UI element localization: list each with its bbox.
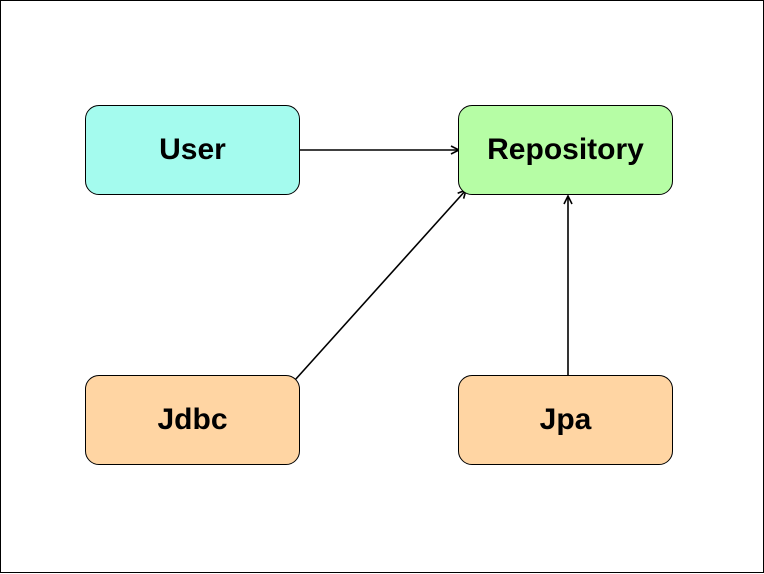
user-node-label: User xyxy=(159,133,226,166)
jpa-node: Jpa xyxy=(458,375,673,465)
repository-node: Repository xyxy=(458,105,673,195)
jpa-node-label: Jpa xyxy=(539,403,592,436)
jdbc-node-label: Jdbc xyxy=(157,403,228,436)
user-node: User xyxy=(85,105,300,195)
repository-node-label: Repository xyxy=(487,133,644,166)
edge-jdbc-to-repository xyxy=(294,190,466,381)
jdbc-node: Jdbc xyxy=(85,375,300,465)
